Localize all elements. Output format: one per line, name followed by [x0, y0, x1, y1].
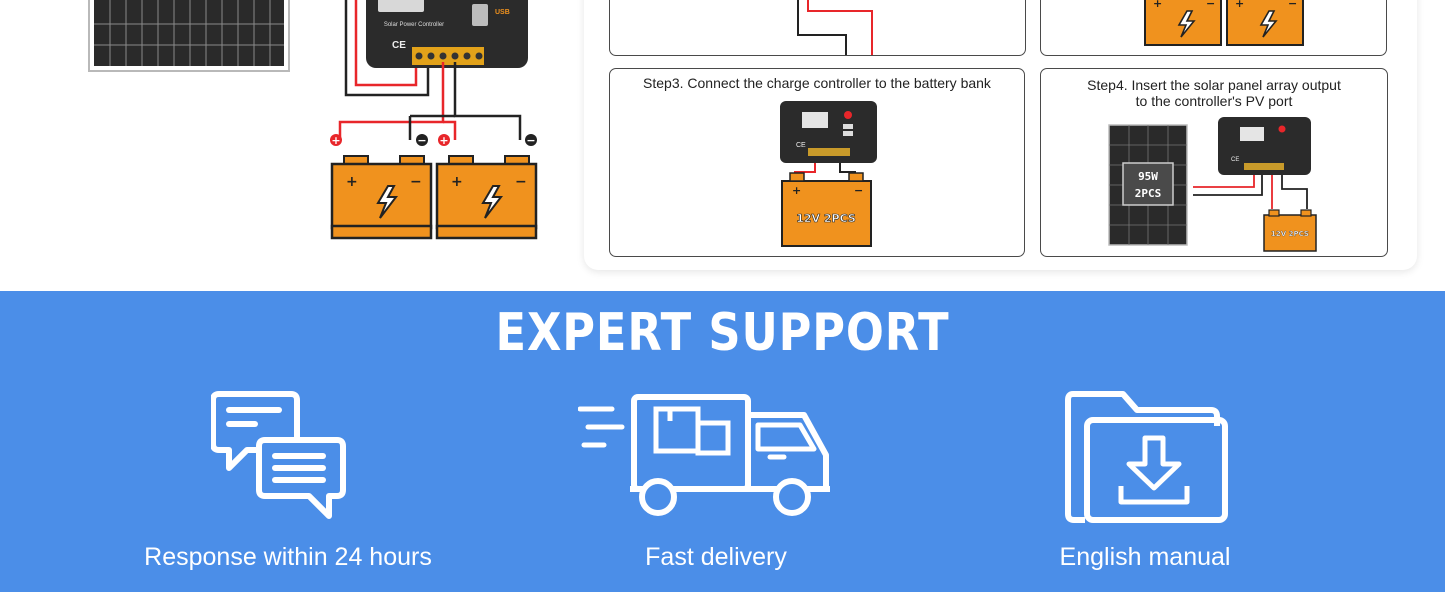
left-wiring-illustration: Solar Power Controller CE USB + − + −	[88, 0, 538, 240]
installation-steps-card: + − + − Step3. Connect the charge contro…	[584, 0, 1417, 270]
battery-left-graphic: + −	[330, 155, 433, 240]
svg-text:−: −	[1288, 0, 1297, 10]
battery-right-graphic: + −	[435, 155, 538, 240]
svg-text:−: −	[410, 174, 422, 190]
chat-bubbles-icon	[211, 391, 346, 519]
svg-text:+: +	[331, 134, 340, 147]
svg-text:+: +	[346, 174, 358, 190]
step4-box: Step4. Insert the solar panel array outp…	[1040, 68, 1388, 257]
svg-text:+: +	[1153, 0, 1162, 10]
svg-text:−: −	[854, 184, 863, 197]
svg-text:−: −	[526, 134, 535, 147]
step4-title: Step4. Insert the solar panel array outp…	[1087, 77, 1341, 109]
step3-title: Step3. Connect the charge controller to …	[643, 75, 991, 91]
folder-download-icon	[1065, 391, 1228, 523]
expert-support-banner: EXPERT SUPPORT Response within 24 hours	[0, 291, 1445, 592]
svg-text:−: −	[417, 134, 426, 147]
svg-text:+: +	[792, 184, 801, 197]
step3-battery-label: 12V 2PCS	[796, 212, 856, 225]
support-title: EXPERT SUPPORT	[495, 303, 950, 363]
ce-mark-text: CE	[392, 40, 406, 51]
step1-box	[609, 0, 1026, 56]
step3-box: Step3. Connect the charge controller to …	[609, 68, 1025, 257]
svg-text:CE: CE	[1231, 157, 1239, 163]
solar-panel-graphic	[88, 0, 290, 72]
feature-label-manual: English manual	[1059, 543, 1231, 571]
wiring-diagram-section: Solar Power Controller CE USB + − + −	[0, 0, 1445, 291]
step4-panel-count: 2PCS	[1135, 187, 1162, 200]
polarity-markers: + − + −	[330, 134, 537, 147]
step4-panel-wattage: 95W	[1138, 170, 1158, 183]
step4-battery-label: 12V 2PCS	[1271, 230, 1309, 238]
feature-label-response: Response within 24 hours	[144, 543, 432, 571]
svg-text:+: +	[1235, 0, 1244, 10]
step2-box: + − + −	[1040, 0, 1387, 56]
feature-label-delivery: Fast delivery	[645, 543, 787, 571]
controller-label-text: Solar Power Controller	[384, 22, 444, 28]
charge-controller-graphic: Solar Power Controller CE USB	[366, 0, 528, 68]
svg-text:+: +	[451, 174, 463, 190]
usb-mark-text: USB	[495, 9, 510, 16]
svg-text:CE: CE	[796, 142, 806, 149]
svg-text:+: +	[439, 134, 448, 147]
svg-text:−: −	[515, 174, 527, 190]
svg-text:−: −	[1206, 0, 1215, 10]
delivery-truck-icon	[578, 394, 830, 516]
